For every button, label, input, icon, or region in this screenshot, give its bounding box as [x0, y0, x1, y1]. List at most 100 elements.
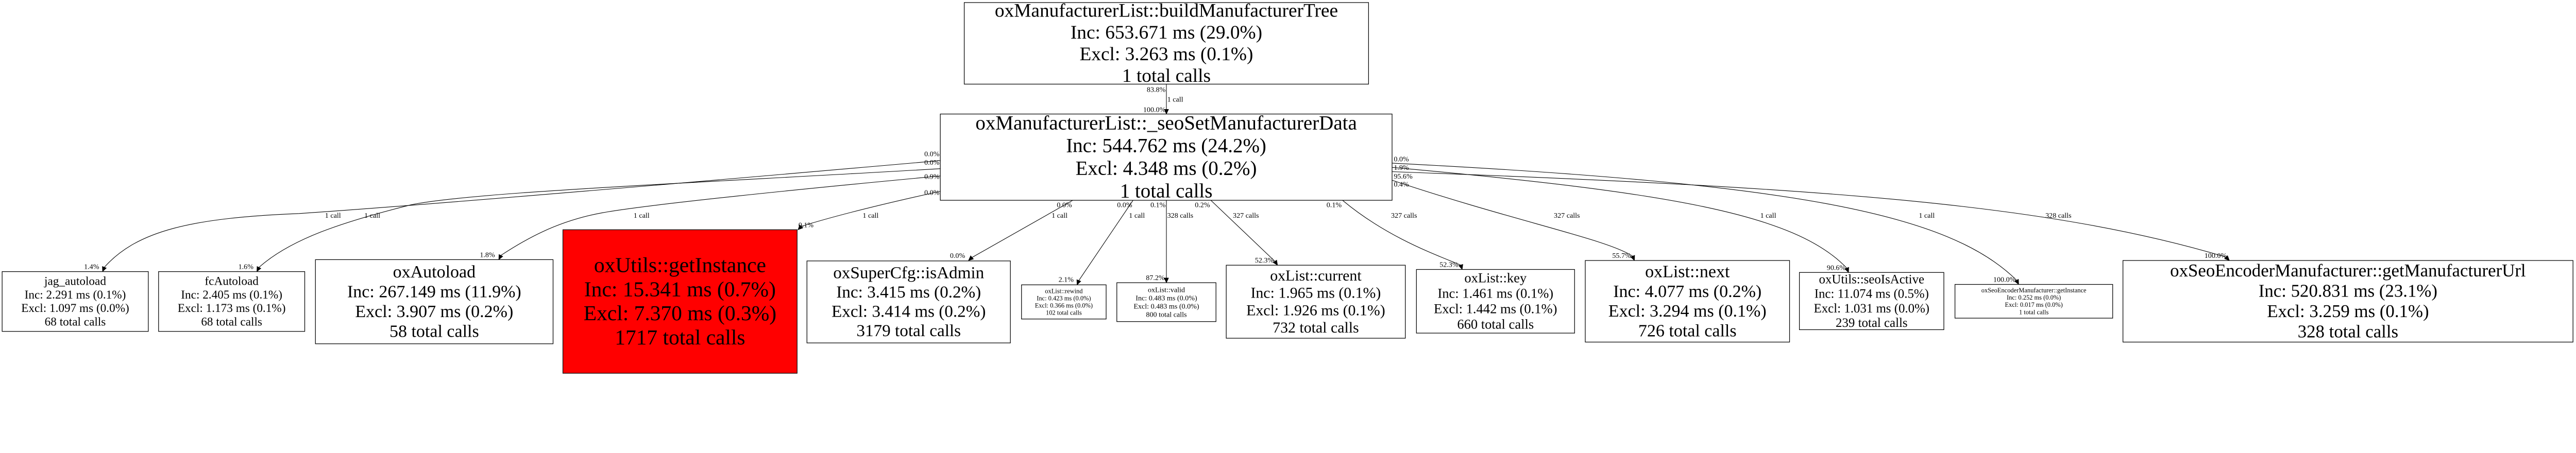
node-name: oxManufacturerList::buildManufacturerTre… — [995, 1, 1338, 22]
edge-label-calls: 327 calls — [1233, 212, 1259, 220]
edge-label-calls: 1 call — [1052, 212, 1067, 220]
node-calls: 1 total calls — [1120, 180, 1213, 202]
node-excl: Excl: 7.370 ms (0.3%) — [584, 301, 776, 325]
edge-label-calls: 328 calls — [2045, 212, 2072, 220]
node-inc: Inc: 2.291 ms (0.1%) — [25, 288, 126, 302]
edge-label-to-pct: 100.0% — [1993, 276, 2016, 284]
arrowhead-icon — [1458, 264, 1463, 270]
node-inc: Inc: 1.461 ms (0.1%) — [1437, 286, 1553, 301]
node-name: oxList::key — [1464, 270, 1527, 286]
edge-line — [1392, 163, 2017, 281]
node-seo-set-data[interactable]: oxManufacturerList::_seoSetManufacturerD… — [940, 112, 1393, 202]
node-inc: Inc: 1.965 ms (0.1%) — [1250, 285, 1381, 302]
edge-label-to-pct: 1.4% — [84, 263, 99, 271]
node-calls: 102 total calls — [1046, 309, 1082, 317]
edge-label-from-pct: 0.9% — [924, 173, 940, 181]
edge-line — [104, 160, 941, 268]
node-name: oxList::next — [1645, 262, 1730, 281]
node-excl: Excl: 1.097 ms (0.0%) — [21, 302, 129, 315]
node-inc: Inc: 267.149 ms (11.9%) — [347, 283, 521, 302]
edge-label-from-pct: 0.0% — [924, 188, 940, 197]
node-calls: 1 total calls — [2019, 308, 2048, 316]
node-name: oxList::rewind — [1045, 287, 1083, 294]
node-box — [315, 259, 554, 344]
edge-line — [259, 168, 941, 268]
node-inc: Inc: 544.762 ms (24.2%) — [1066, 135, 1266, 157]
edge-label-to-pct: 90.6% — [1827, 264, 1846, 272]
edge-label-to-pct: 100.0% — [2205, 252, 2227, 260]
node-calls: 68 total calls — [45, 315, 106, 328]
node-excl: Excl: 3.259 ms (0.1%) — [2267, 301, 2429, 321]
arrowhead-icon — [2014, 278, 2019, 285]
edge-label-calls: 1 call — [1129, 212, 1145, 220]
node-name: jag_autoload — [44, 275, 106, 288]
edge-label-from-pct: 0.0% — [1057, 201, 1072, 209]
edge-label-calls: 1 call — [634, 212, 650, 220]
node-calls: 1 total calls — [1122, 65, 1211, 86]
edge-label-calls: 1 call — [364, 212, 380, 220]
node-name: oxAutoload — [393, 263, 476, 282]
edge-line — [1210, 200, 1276, 262]
node-excl: Excl: 1.442 ms (0.1%) — [1434, 301, 1557, 317]
node-get-url[interactable]: oxSeoEncoderManufacturer::getManufacture… — [2122, 260, 2573, 343]
node-calls: 239 total calls — [1836, 316, 1908, 330]
node-inc: Inc: 0.423 ms (0.0%) — [1037, 294, 1091, 302]
edge-ox-autoload[interactable]: 0.9% 1 call 1.8% — [480, 173, 941, 260]
node-build-tree[interactable]: oxManufacturerList::buildManufacturerTre… — [963, 1, 1369, 87]
edge-label-from-pct: 1.9% — [1394, 164, 1409, 172]
node-name: oxSeoEncoderManufacturer::getInstance — [1981, 287, 2087, 294]
node-excl: Excl: 1.173 ms (0.1%) — [178, 302, 286, 315]
edge-label-from-pct: 0.0% — [1117, 201, 1132, 209]
node-box — [2, 271, 149, 332]
node-inc: Inc: 653.671 ms (29.0%) — [1071, 22, 1262, 43]
node-excl: Excl: 3.414 ms (0.2%) — [832, 302, 986, 321]
node-excl: Excl: 1.031 ms (0.0%) — [1814, 302, 1930, 316]
node-box — [2122, 260, 2573, 343]
node-box — [1585, 260, 1790, 343]
edge-jag-autoload[interactable]: 0.0% 1 call 1.4% — [84, 150, 941, 272]
node-calls: 726 total calls — [1638, 322, 1737, 341]
node-box — [1021, 284, 1107, 320]
node-box — [1116, 282, 1216, 322]
node-name: oxUtils::seoIsActive — [1819, 273, 1925, 287]
node-name: oxList::current — [1270, 267, 1362, 284]
node-name: oxUtils::getInstance — [594, 253, 766, 276]
node-box — [806, 260, 1011, 343]
node-enc-get-instance[interactable]: oxSeoEncoderManufacturer::getInstanceInc… — [1954, 284, 2113, 319]
node-inc: Inc: 0.252 ms (0.0%) — [2007, 294, 2061, 301]
edge-label-to-pct: 1.8% — [480, 251, 495, 259]
arrowhead-icon — [1630, 255, 1635, 261]
edge-label-to-pct: 52.3% — [1439, 260, 1459, 269]
node-calls: 68 total calls — [201, 315, 262, 328]
edge-label-from-pct: 0.1% — [1327, 201, 1342, 209]
edge-line — [1392, 180, 1633, 257]
node-calls: 3179 total calls — [856, 321, 961, 340]
node-calls: 660 total calls — [1457, 317, 1534, 332]
node-excl: Excl: 3.294 ms (0.1%) — [1608, 302, 1767, 321]
